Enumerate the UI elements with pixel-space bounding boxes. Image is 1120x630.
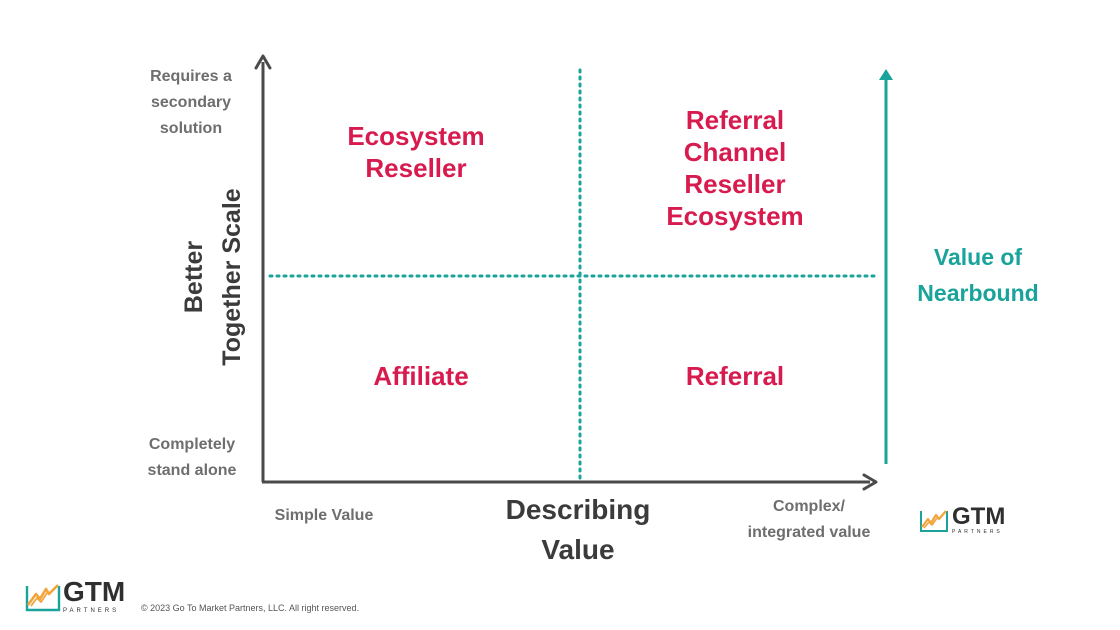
gtm-logo-mark-icon	[25, 584, 61, 612]
copyright-text: © 2023 Go To Market Partners, LLC. All r…	[141, 603, 360, 613]
y-axis-title-line2: Together Scale	[218, 188, 246, 366]
gtm-logo-mark-icon	[920, 510, 948, 532]
gtm-logo-footer: GTM PARTNERS	[25, 578, 125, 614]
y-axis-title: Better Together Scale	[173, 174, 253, 380]
quadrant-bottom-right: Referral	[685, 361, 785, 391]
y-axis-title-line1: Better	[180, 240, 208, 314]
x-axis-left-label: Simple Value	[274, 507, 374, 524]
x-axis-right-label: Complex/ integrated value	[747, 498, 871, 541]
x-axis-title: Describing Value	[505, 494, 651, 565]
x-axis-arrowhead	[862, 473, 878, 491]
quadrant-bottom-left: Affiliate	[373, 361, 469, 391]
nearbound-arrowhead	[879, 69, 893, 80]
quadrant-top-left: Ecosystem Reseller	[347, 121, 485, 183]
y-axis-top-label: Requires a secondary solution	[150, 68, 232, 137]
y-axis-bottom-label: Completely stand alone	[147, 436, 237, 479]
logo-word: GTM	[63, 576, 126, 607]
gtm-logo-right: GTM PARTNERS	[919, 505, 1005, 535]
quadrant-top-right: Referral Channel Reseller Ecosystem	[666, 105, 804, 231]
logo-sub: PARTNERS	[952, 529, 1003, 535]
y-axis-arrowhead	[254, 54, 272, 70]
nearbound-label: Value of Nearbound	[917, 244, 1039, 306]
logo-word: GTM	[952, 503, 1006, 530]
logo-sub: PARTNERS	[63, 608, 120, 614]
